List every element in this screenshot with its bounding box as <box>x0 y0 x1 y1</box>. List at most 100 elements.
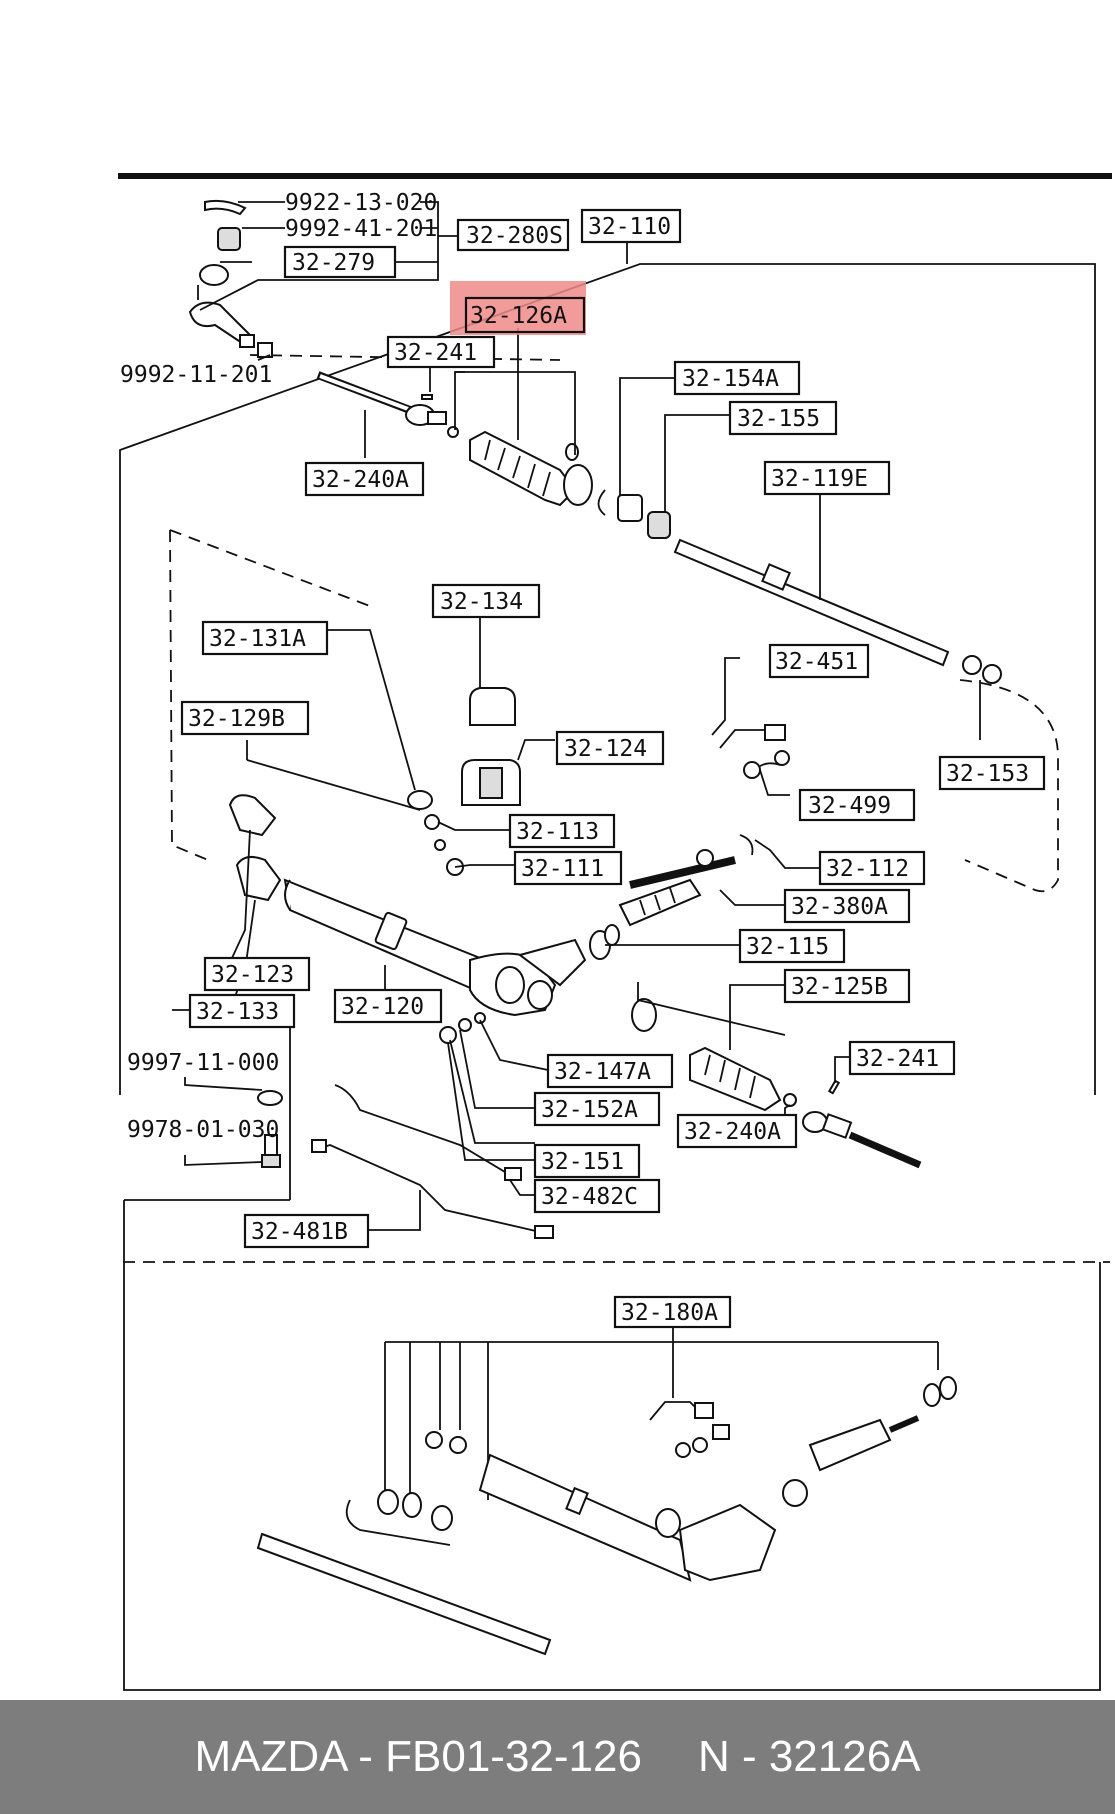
label-32-240A-top: 32-240A <box>304 461 425 497</box>
svg-text:32-124: 32-124 <box>564 736 647 762</box>
label-32-279: 32-279 <box>283 245 397 279</box>
label-32-129B: 32-129B <box>180 700 310 736</box>
label-32-240A-lower: 32-240A <box>676 1113 798 1149</box>
leader-lines <box>172 201 981 1398</box>
label-32-481B: 32-481B <box>243 1213 370 1249</box>
label-32-180A: 32-180A <box>613 1295 732 1329</box>
svg-text:32-133: 32-133 <box>196 999 279 1025</box>
tie-rod-end-group <box>188 199 273 358</box>
svg-text:32-481B: 32-481B <box>251 1219 348 1245</box>
label-32-451: 32-451 <box>768 643 870 679</box>
part-number-footer: MAZDA - FB01-32-126 N - 32126A <box>0 1700 1115 1814</box>
label-32-280S: 32-280S <box>456 218 570 252</box>
label-32-123: 32-123 <box>203 956 311 992</box>
svg-text:32-113: 32-113 <box>516 819 599 845</box>
svg-text:9922-13-020: 9922-13-020 <box>285 190 437 216</box>
label-32-112: 32-112 <box>818 850 926 886</box>
svg-text:32-155: 32-155 <box>737 406 820 432</box>
label-32-499: 32-499 <box>798 788 916 822</box>
svg-text:32-125B: 32-125B <box>791 974 888 1000</box>
mount-bushings <box>461 687 521 806</box>
fasteners-lower-left <box>257 1012 486 1168</box>
label-32-380A: 32-380A <box>783 888 911 924</box>
rack-housing <box>283 878 587 1017</box>
label-9978-01-030: 9978-01-030 <box>127 1117 279 1143</box>
label-32-110: 32-110 <box>580 208 682 244</box>
label-32-131A: 32-131A <box>201 620 329 656</box>
steering-boot-upper <box>469 430 593 507</box>
svg-text:32-241: 32-241 <box>856 1046 939 1072</box>
label-32-154A: 32-154A <box>673 360 801 396</box>
label-32-126A: 32-126A <box>464 296 586 334</box>
label-9992-41-201: 9992-41-201 <box>285 216 437 242</box>
svg-text:9992-11-201: 9992-11-201 <box>120 362 272 388</box>
inner-tie-rod-top <box>316 371 459 438</box>
svg-text:32-279: 32-279 <box>292 250 375 276</box>
label-32-482C: 32-482C <box>533 1178 661 1214</box>
svg-text:32-482C: 32-482C <box>541 1184 638 1210</box>
label-32-125B: 32-125B <box>783 968 911 1004</box>
svg-text:9992-41-201: 9992-41-201 <box>285 216 437 242</box>
svg-text:32-180A: 32-180A <box>621 1300 718 1326</box>
label-32-113: 32-113 <box>508 813 616 849</box>
label-32-151: 32-151 <box>533 1143 641 1179</box>
svg-text:32-451: 32-451 <box>775 649 858 675</box>
svg-text:9997-11-000: 9997-11-000 <box>127 1050 279 1076</box>
label-32-241-lower: 32-241 <box>848 1040 956 1076</box>
svg-text:32-123: 32-123 <box>211 962 294 988</box>
label-32-124: 32-124 <box>555 730 665 766</box>
label-32-111: 32-111 <box>513 850 623 886</box>
svg-text:32-119E: 32-119E <box>771 466 868 492</box>
svg-text:32-380A: 32-380A <box>791 894 888 920</box>
steering-boot-lower <box>631 998 841 1112</box>
svg-text:32-112: 32-112 <box>826 856 909 882</box>
pinion-assembly <box>589 834 754 960</box>
svg-text:32-115: 32-115 <box>746 934 829 960</box>
label-32-241-top: 32-241 <box>386 335 496 369</box>
lower-frame <box>123 1200 1101 1691</box>
label-32-133: 32-133 <box>188 993 296 1029</box>
svg-text:32-153: 32-153 <box>946 761 1029 787</box>
highlight-marker <box>450 281 586 335</box>
reference-number: N - 32126A <box>697 1732 921 1781</box>
inner-tie-rod-lower <box>802 1111 922 1169</box>
svg-text:32-126A: 32-126A <box>470 303 567 329</box>
label-9997-11-000: 9997-11-000 <box>127 1050 279 1076</box>
label-32-153: 32-153 <box>938 755 1046 791</box>
svg-text:32-151: 32-151 <box>541 1149 624 1175</box>
svg-text:32-499: 32-499 <box>808 793 891 819</box>
svg-text:32-111: 32-111 <box>521 856 604 882</box>
dashed-lead <box>249 354 561 361</box>
steering-rack-parts-diagram: 9922-13-020 9992-41-201 32-280S 32-110 3… <box>118 173 1112 1691</box>
svg-text:32-129B: 32-129B <box>188 706 285 732</box>
brand-part-number: MAZDA - FB01-32-126 <box>194 1732 642 1781</box>
clamp-brackets <box>228 794 282 902</box>
svg-text:32-154A: 32-154A <box>682 366 779 392</box>
svg-text:32-280S: 32-280S <box>466 223 563 249</box>
label-32-152A: 32-152A <box>533 1091 661 1127</box>
steering-rack-bar <box>673 538 1002 684</box>
hydraulic-pipes <box>311 1084 554 1239</box>
pipe-451 <box>719 724 790 779</box>
svg-text:32-131A: 32-131A <box>209 626 306 652</box>
svg-text:32-240A: 32-240A <box>684 1119 781 1145</box>
label-9922-13-020: 9922-13-020 <box>285 190 437 216</box>
assembly-frame-outline <box>119 263 1096 1095</box>
label-32-147A: 32-147A <box>546 1053 674 1089</box>
label-32-134: 32-134 <box>431 583 541 619</box>
svg-text:32-147A: 32-147A <box>554 1059 651 1085</box>
subassembly-dashed-outline <box>169 529 1059 893</box>
label-32-155: 32-155 <box>728 400 838 436</box>
center-seals <box>407 790 464 876</box>
label-9992-11-201: 9992-11-201 <box>120 362 272 388</box>
label-32-115: 32-115 <box>738 928 846 964</box>
svg-text:9978-01-030: 9978-01-030 <box>127 1117 279 1143</box>
inset-rack-assembly <box>256 1341 957 1656</box>
svg-text:32-152A: 32-152A <box>541 1097 638 1123</box>
rack-bushing-parts <box>597 489 671 539</box>
svg-text:32-240A: 32-240A <box>312 467 409 493</box>
label-32-120: 32-120 <box>333 988 443 1024</box>
svg-text:32-120: 32-120 <box>341 994 424 1020</box>
svg-text:32-241: 32-241 <box>394 340 477 366</box>
svg-text:32-110: 32-110 <box>588 214 671 240</box>
